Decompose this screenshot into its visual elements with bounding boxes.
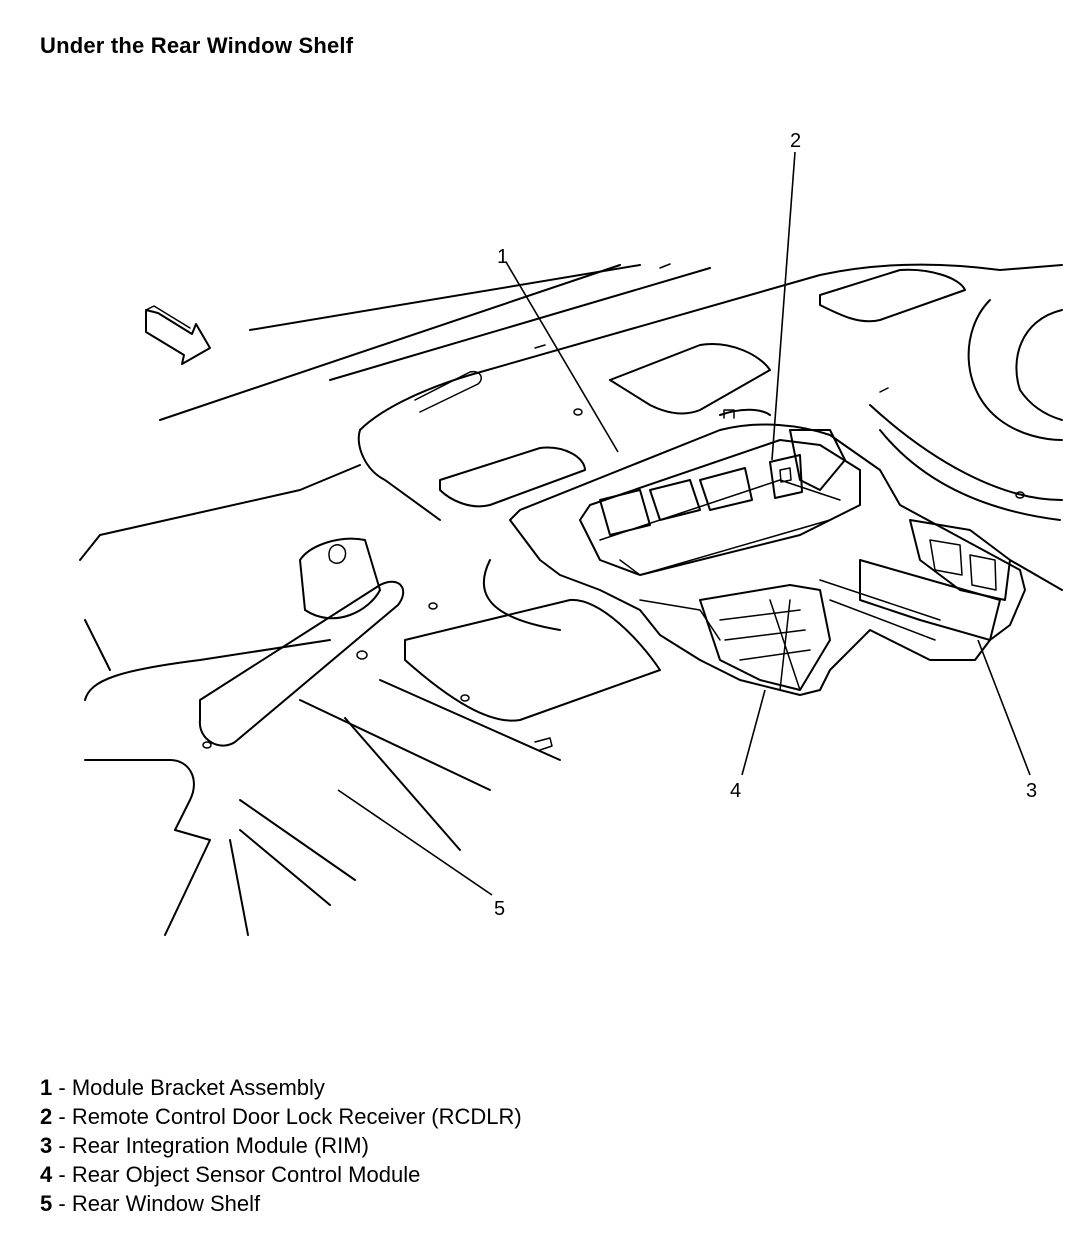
forward-arrow-icon [145, 305, 211, 365]
leader-lines [337, 151, 1031, 896]
legend-item: 1 - Module Bracket Assembly [40, 1075, 325, 1100]
legend-item: 5 - Rear Window Shelf [40, 1191, 261, 1216]
callout-3: 3 [1026, 780, 1037, 802]
legend-item: 3 - Rear Integration Module (RIM) [40, 1133, 369, 1158]
callout-4: 4 [730, 780, 741, 802]
callout-5: 5 [494, 898, 505, 920]
module-bracket-assembly [509, 408, 1026, 696]
shelf-recesses [198, 268, 966, 747]
diagram-title: Under the Rear Window Shelf [40, 33, 354, 58]
legend-item: 4 - Rear Object Sensor Control Module [40, 1162, 421, 1187]
callout-1: 1 [497, 246, 508, 268]
shelf-holes [202, 263, 1025, 751]
legend-item: 2 - Remote Control Door Lock Receiver (R… [40, 1104, 522, 1129]
legend: 1 - Module Bracket Assembly 2 - Remote C… [40, 1073, 522, 1218]
rear-window-shelf-outline [79, 263, 1063, 936]
callout-2: 2 [790, 130, 801, 152]
